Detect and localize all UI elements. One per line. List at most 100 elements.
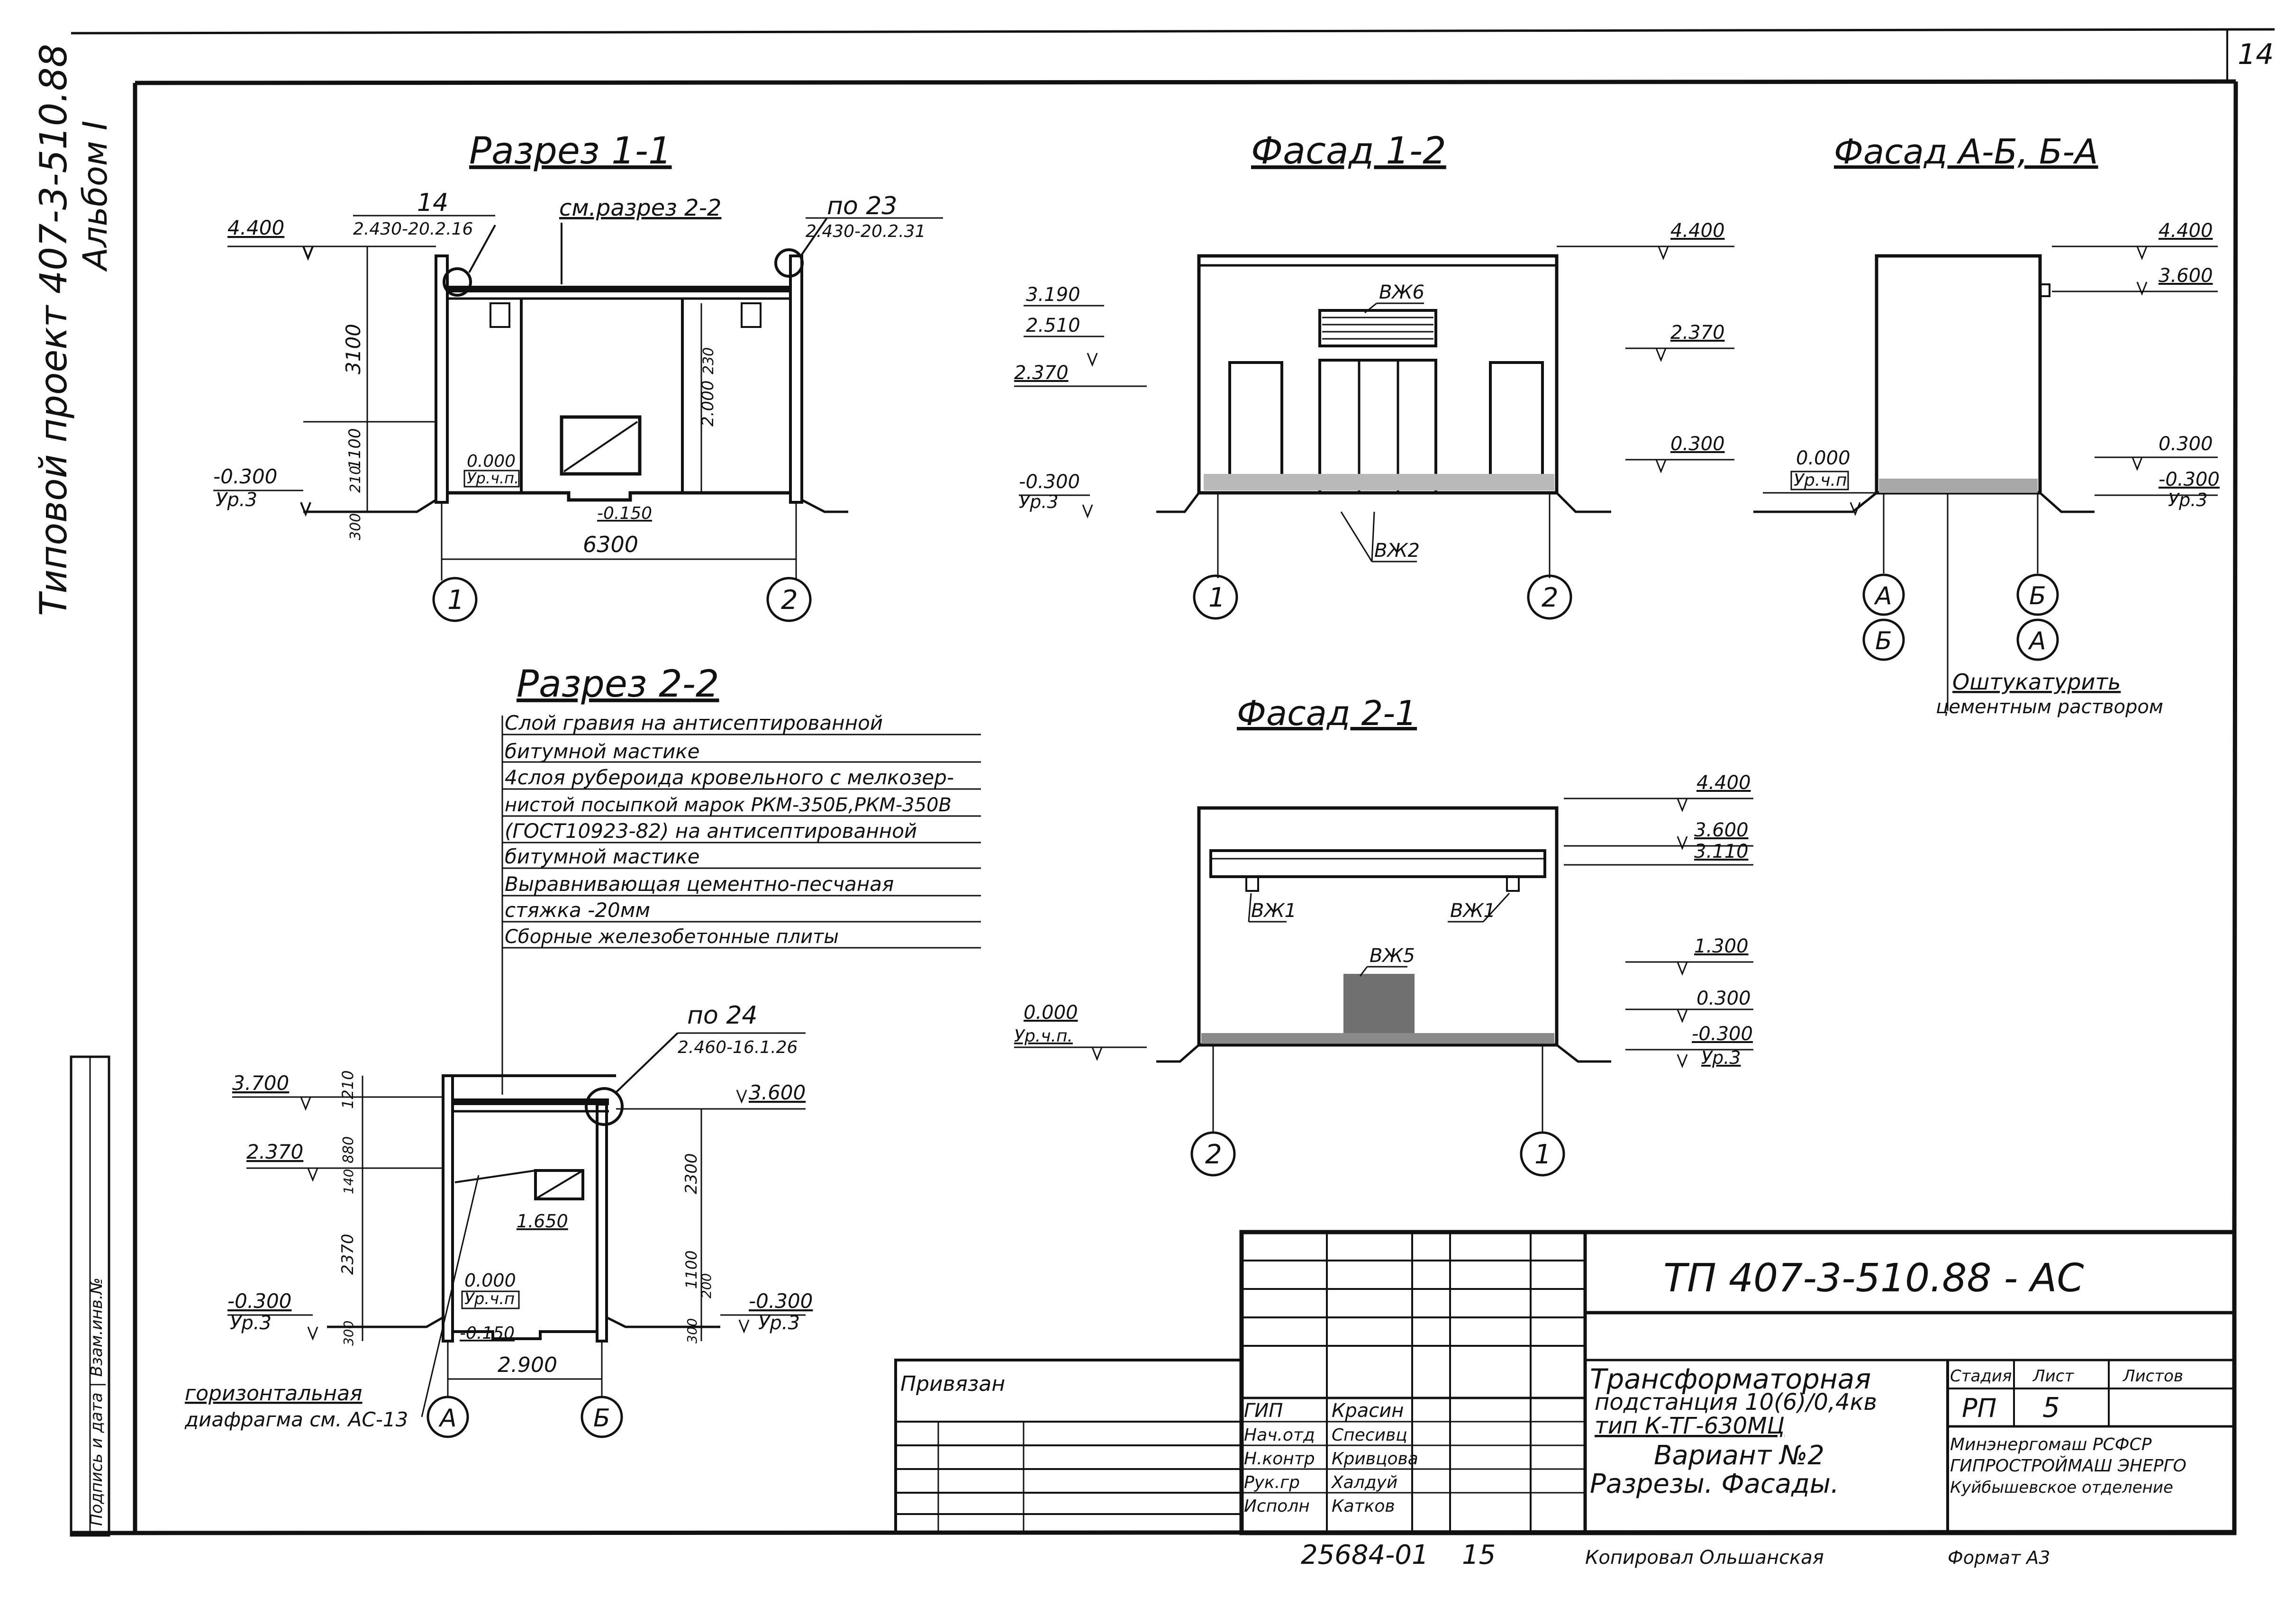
s22-pit-level: -0.150 (460, 1324, 515, 1343)
f12-level-left-1: 3.190 (1026, 284, 1080, 306)
f21-level-right-5: 0.300 (1696, 988, 1751, 1009)
s11-level-bottom-sub: Ур.3 (216, 489, 257, 511)
side-stamp-album: Альбом I (76, 120, 115, 272)
f21-axis-right: 1 (1534, 1139, 1551, 1170)
s11-floor-sub: Ур.ч.п. (467, 469, 519, 487)
tb-subject-1: Трансформаторная (1590, 1363, 1871, 1395)
s11-axis-left: 1 (447, 585, 464, 616)
tb-org-2: ГИПРОСТРОЙМАШ ЭНЕРГО (1950, 1456, 2186, 1476)
f21-tag-bottom: ВЖ5 (1370, 945, 1415, 967)
s22-level-left-bottom-sub: Ур.3 (230, 1312, 272, 1334)
f12-level-right-2: 2.370 (1670, 322, 1725, 344)
s22-layer-5: (ГОСТ10923-82) на антисептированной (505, 819, 917, 843)
fab-note-2: цементным раствором (1936, 696, 2163, 718)
s22-layers: Слой гравия на антисептированной битумно… (501, 711, 981, 1095)
fab-axis-left-bottom: Б (1875, 627, 1892, 655)
s22-dim-right-3: 200 (698, 1273, 714, 1298)
tb-org-1: Минэнергомаш РСФСР (1950, 1435, 2152, 1454)
s11-dim-width: 6300 (583, 532, 638, 557)
s22-layer-2: битумной мастике (505, 740, 700, 763)
sheet-frame: 14 (71, 28, 2275, 1535)
s22-axis-right: Б (593, 1404, 610, 1433)
s11-dim-300: 300 (347, 513, 364, 540)
facade-a-b-title: Фасад А-Б, Б-А (1834, 132, 2098, 172)
s22-level-right-top: 3.600 (749, 1081, 806, 1104)
side-stamp-project: Типовой проект 407-3-510.88 (33, 44, 75, 616)
tb-name-5: Катков (1332, 1497, 1395, 1516)
s22-window-level: 1.650 (517, 1211, 568, 1232)
s22-level-left-mid: 2.370 (246, 1140, 303, 1163)
s22-level-right-bottom-sub: Ур.3 (758, 1312, 800, 1334)
f12-tag-bottom: ВЖ2 (1374, 540, 1420, 562)
s22-ref-code: 2.460-16.1.26 (678, 1038, 798, 1057)
s22-dim-left-3: 140 (341, 1169, 356, 1194)
f12-tag-top: ВЖ6 (1379, 281, 1424, 303)
fab-level-left-sub: Ур.ч.п (1794, 471, 1847, 490)
tb-org-3: Куйбышевское отделение (1950, 1478, 2173, 1497)
tb-role-1: ГИП (1244, 1400, 1283, 1422)
tb-code: ТП 407-3-510.88 - АС (1663, 1256, 2084, 1301)
tb-sheet-header: Лист (2032, 1367, 2074, 1386)
page-number: 14 (2238, 38, 2274, 71)
fab-level-right-sub: Ур.3 (2168, 490, 2208, 510)
s11-ref-left-num: 14 (417, 189, 448, 217)
facade-2-1: Фасад 2-1 ВЖ1 ВЖ1 ВЖ5 4.400 3.600 3.110 … (1014, 693, 1753, 1177)
tb-role-4: Рук.гр (1244, 1473, 1300, 1492)
section-2-2: Разрез 2-2 Слой гравия на антисептирован… (184, 663, 981, 1438)
s11-level-top: 4.400 (227, 216, 284, 239)
s22-note-2: диафрагма см. АС-13 (184, 1408, 408, 1431)
tb-name-4: Халдуй (1331, 1473, 1397, 1492)
tb-role-5: Исполн (1244, 1497, 1310, 1516)
f21-level-right-1: 4.400 (1696, 772, 1751, 794)
tb-role-2: Нач.отд (1244, 1425, 1315, 1445)
s22-level-left-bottom: -0.300 (227, 1289, 291, 1313)
f21-level-left-sub: Ур.ч.п. (1014, 1026, 1073, 1046)
s11-level-bottom: -0.300 (213, 465, 277, 488)
s11-axis-right: 2 (781, 585, 798, 616)
s11-ref-mid: см.разрез 2-2 (559, 195, 721, 221)
s22-floor-level: 0.000 (464, 1270, 516, 1291)
f12-level-left-4: -0.300 (1019, 471, 1080, 493)
left-strip: Подпись и дата | Взам.инв.№ (70, 1055, 110, 1537)
tb-sheets-header: Листов (2122, 1367, 2183, 1386)
s11-dim-210: 210 (347, 466, 364, 493)
facade-1-2: Фасад 1-2 ВЖ6 ВЖ2 3.190 2.510 2.370 (1014, 130, 1734, 620)
fab-level-right-3: 0.300 (2159, 433, 2213, 455)
f21-level-right-4: 1.300 (1694, 935, 1749, 957)
f12-level-right-1: 4.400 (1670, 220, 1725, 242)
f21-tag-right: ВЖ1 (1450, 900, 1496, 922)
tb-sheet-value: 5 (2042, 1391, 2060, 1424)
section-1-1: Разрез 1-1 14 2.430-20.2.16 см.разрез 2-… (213, 130, 943, 622)
f12-axis-left: 1 (1208, 582, 1225, 613)
s22-layer-3: 4слоя рубероида кровельного с мелкозер- (505, 766, 954, 789)
facade-2-1-title: Фасад 2-1 (1237, 693, 1417, 733)
tb-copied: Копировал Ольшанская (1585, 1547, 1824, 1569)
facade-a-b: Фасад А-Б, Б-А 4.400 3.600 0.300 -0.300 … (1753, 132, 2220, 718)
s22-layer-8: стяжка -20мм (505, 898, 650, 922)
s11-pit-level: -0.150 (597, 504, 652, 523)
f12-level-left-3: 2.370 (1014, 362, 1069, 384)
fab-level-left: 0.000 (1796, 447, 1851, 469)
tb-name-2: Спесивц (1332, 1425, 1407, 1445)
s22-dim-left-2: 880 (340, 1136, 357, 1163)
title-block: ТП 407-3-510.88 - АС Привязан ГИП Нач.от… (894, 1230, 2237, 1570)
f12-level-left-2: 2.510 (1026, 315, 1080, 336)
s11-ref-right-code: 2.430-20.2.31 (806, 222, 925, 241)
f12-axis-right: 2 (1542, 582, 1559, 613)
f21-tag-left: ВЖ1 (1251, 900, 1297, 922)
f12-level-right-3: 0.300 (1670, 433, 1725, 455)
section-2-2-title: Разрез 2-2 (517, 663, 719, 706)
s22-dim-right-2: 1100 (682, 1251, 700, 1289)
tb-subject-2: подстанция 10(6)/0,4кв (1595, 1389, 1877, 1415)
tb-stage-header: Стадия (1950, 1367, 2012, 1386)
s22-dim-left-4: 2370 (338, 1234, 357, 1275)
s22-ref-num: по 24 (687, 1001, 758, 1030)
tb-inv-number: 25684-01 (1301, 1540, 1429, 1570)
s22-layer-4: нистой посыпкой марок РКМ-350Б,РКМ-350В (505, 794, 952, 816)
s22-floor-sub: Ур.ч.п (464, 1289, 515, 1308)
s22-note-1: горизонтальная (185, 1381, 363, 1406)
s11-ref-left-code: 2.430-20.2.16 (353, 219, 473, 239)
tb-stage-value: РП (1962, 1393, 1996, 1423)
tb-role-3: Н.контр (1244, 1449, 1315, 1469)
